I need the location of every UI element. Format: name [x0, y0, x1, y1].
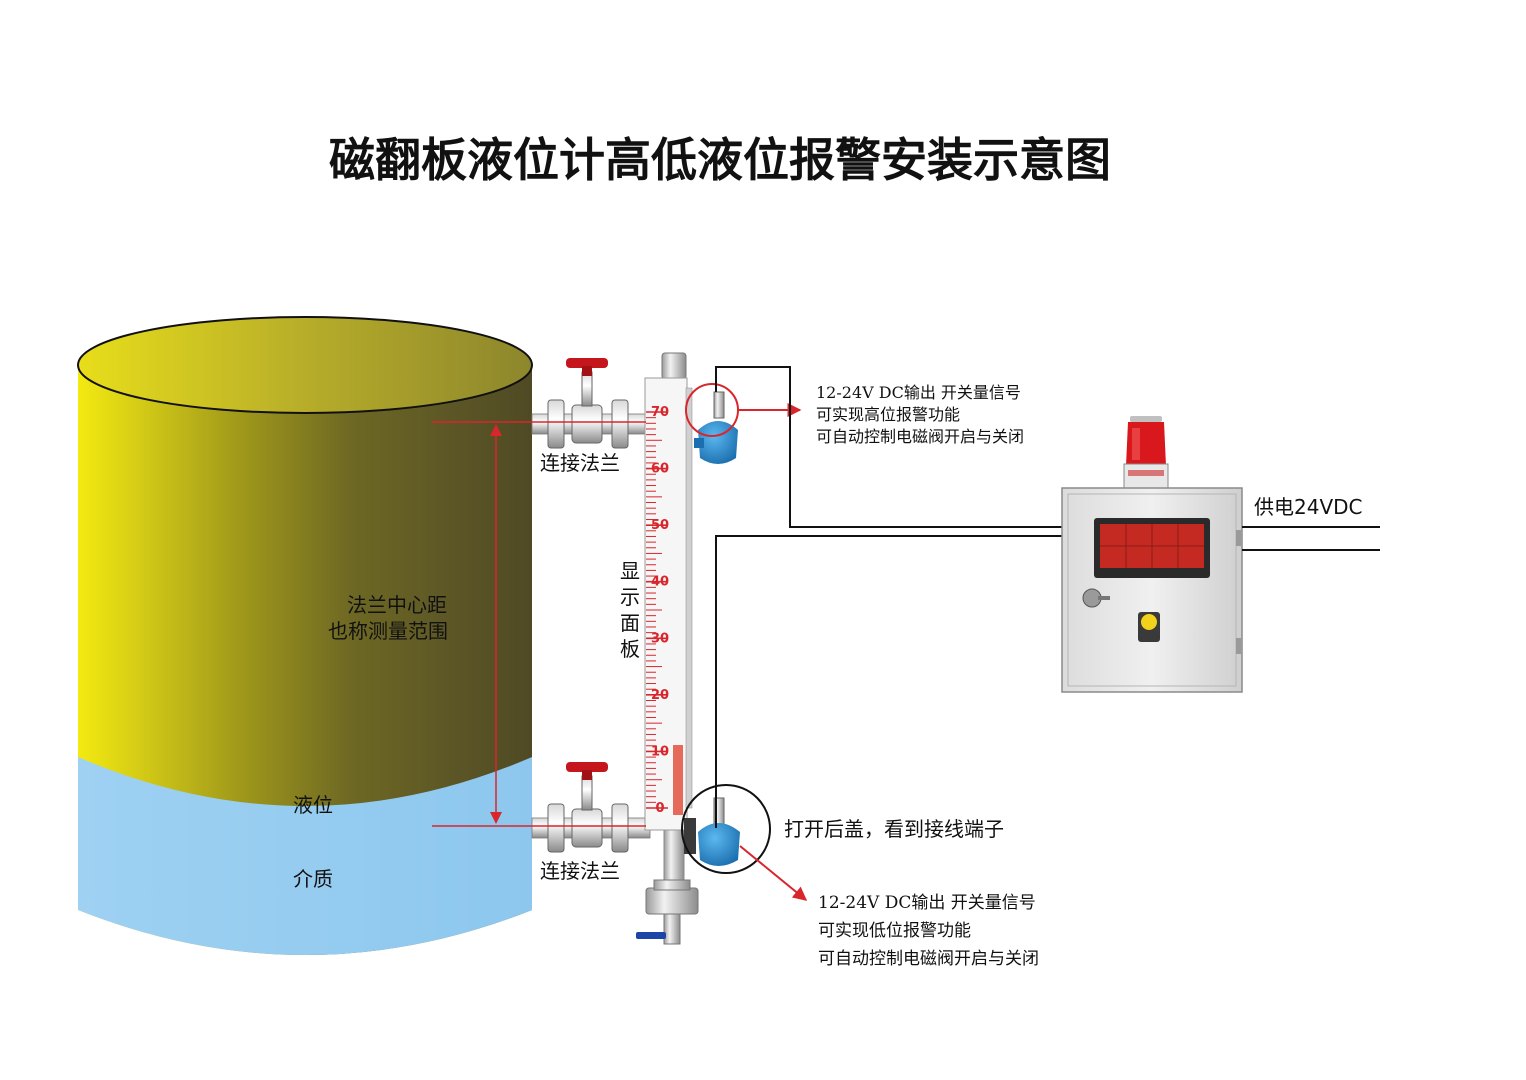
scale-label: 20: [651, 688, 669, 703]
scale-label: 30: [651, 631, 669, 646]
scale-label: 0: [655, 801, 664, 816]
medium-label: 介质: [293, 867, 333, 891]
high-switch-wire: [715, 366, 1062, 528]
liquid-level-label: 液位: [293, 793, 333, 817]
scale-ticks: [646, 411, 668, 809]
center-distance-label-line2: 也称测量范围: [328, 619, 448, 643]
gauge-top-cap: [661, 352, 687, 380]
display-red-flaps: [673, 745, 683, 815]
high-note-line-2: 可实现高位报警功能: [816, 405, 960, 424]
scale-label: 10: [651, 744, 669, 759]
drain-valve-handle: [636, 932, 666, 939]
high-note-line-1: 12-24V DC输出 开关量信号: [816, 383, 1021, 402]
yellow-button: [1141, 614, 1157, 630]
top-valve-handwheel: [566, 358, 608, 368]
storage-tank: [77, 316, 533, 955]
scale-label: 70: [651, 405, 669, 420]
low-note-line-2: 可实现低位报警功能: [818, 921, 971, 941]
scale-labels: 70 60 50 40 30 20 10 0: [651, 405, 669, 816]
scale-label: 40: [651, 575, 669, 590]
low-switch-wire: [715, 535, 1062, 828]
display-panel-char-3: 面: [620, 611, 640, 635]
alarm-lamp: [1123, 416, 1169, 491]
high-level-switch: [694, 391, 738, 464]
tank-top: [77, 316, 533, 414]
bottom-valve-handwheel: [566, 762, 608, 772]
low-note-line-1: 12-24V DC输出 开关量信号: [818, 893, 1036, 913]
top-flange-valve: [531, 358, 651, 449]
high-note-line-3: 可自动控制电磁阀开启与关闭: [816, 427, 1024, 446]
low-note-arrow: [739, 845, 808, 901]
scale-label: 50: [651, 518, 669, 533]
measurement-range-indicator: [432, 421, 646, 827]
display-panel-char-1: 显: [620, 559, 640, 583]
control-box: [1061, 487, 1243, 693]
bottom-flange-valve: [531, 762, 651, 853]
center-distance-label-line1: 法兰中心距: [347, 593, 447, 617]
display-panel-char-4: 板: [620, 637, 640, 661]
flange-top-label: 连接法兰: [540, 451, 620, 475]
bottom-flange: [645, 887, 699, 915]
scale-label: 60: [651, 462, 669, 477]
display-panel-char-2: 示: [620, 585, 640, 609]
level-gauge: 70 60 50 40 30 20 10 0: [636, 352, 699, 945]
low-level-switch: [684, 797, 740, 866]
low-note-line-3: 可自动控制电磁阀开启与关闭: [818, 949, 1039, 969]
flange-bottom-label: 连接法兰: [540, 859, 620, 883]
power-supply-label: 供电24VDC: [1254, 495, 1363, 519]
open-cover-label: 打开后盖，看到接线端子: [784, 817, 1004, 841]
tank-medium-water: [78, 757, 532, 955]
diagram-title: 磁翻板液位计高低液位报警安装示意图: [329, 133, 1111, 187]
low-switch-highlight-circle: [681, 784, 771, 874]
